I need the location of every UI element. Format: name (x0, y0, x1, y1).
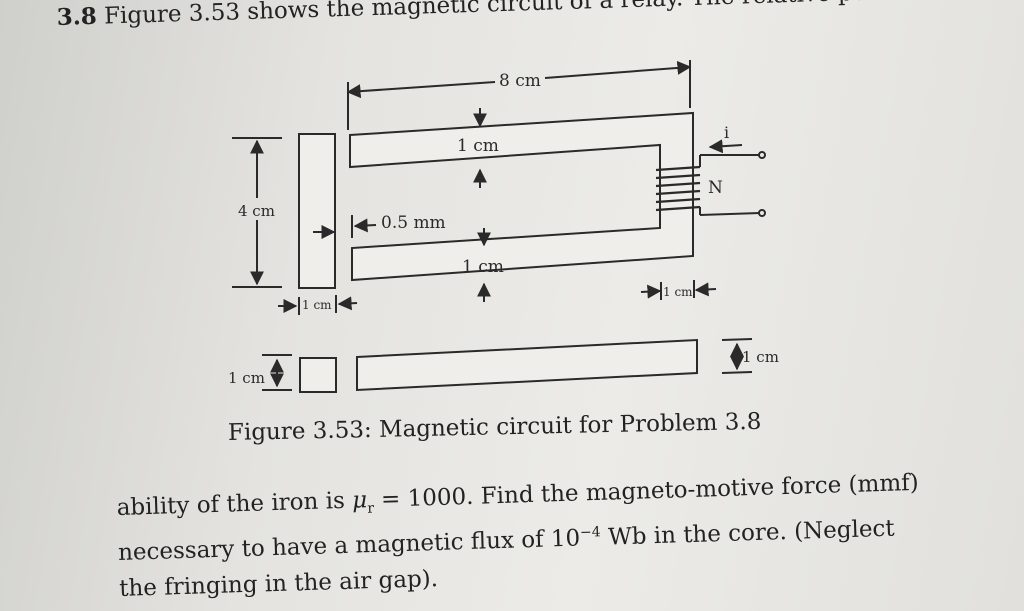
label-current: i (724, 123, 729, 142)
label-top-width: 8 cm (499, 71, 541, 91)
label-top-thickness: 1 cm (457, 136, 499, 156)
label-cross-left: 1 cm (228, 369, 265, 387)
flux-exponent: −4 (579, 523, 601, 541)
label-left-height: 4 cm (238, 202, 275, 220)
label-gap: 0.5 mm (381, 213, 446, 233)
label-bottom-thickness: 1 cm (462, 257, 504, 277)
label-cross-right: 1 cm (742, 348, 779, 366)
armature (298, 133, 336, 289)
coil (655, 165, 701, 212)
problem-body: ability of the iron is μr = 1000. Find t… (116, 462, 999, 606)
core-outline (349, 111, 694, 282)
core-cross-section (356, 338, 698, 392)
label-armature-width: 1 cm (302, 298, 332, 312)
label-right-width: 1 cm (663, 285, 693, 299)
armature-cross-section (299, 357, 337, 393)
mu-symbol: μ (351, 487, 368, 514)
magnetic-circuit-figure: 8 cm 1 cm 4 cm 0.5 mm 1 cm 1 cm 1 cm i N… (228, 60, 779, 393)
label-turns: N (708, 178, 723, 198)
